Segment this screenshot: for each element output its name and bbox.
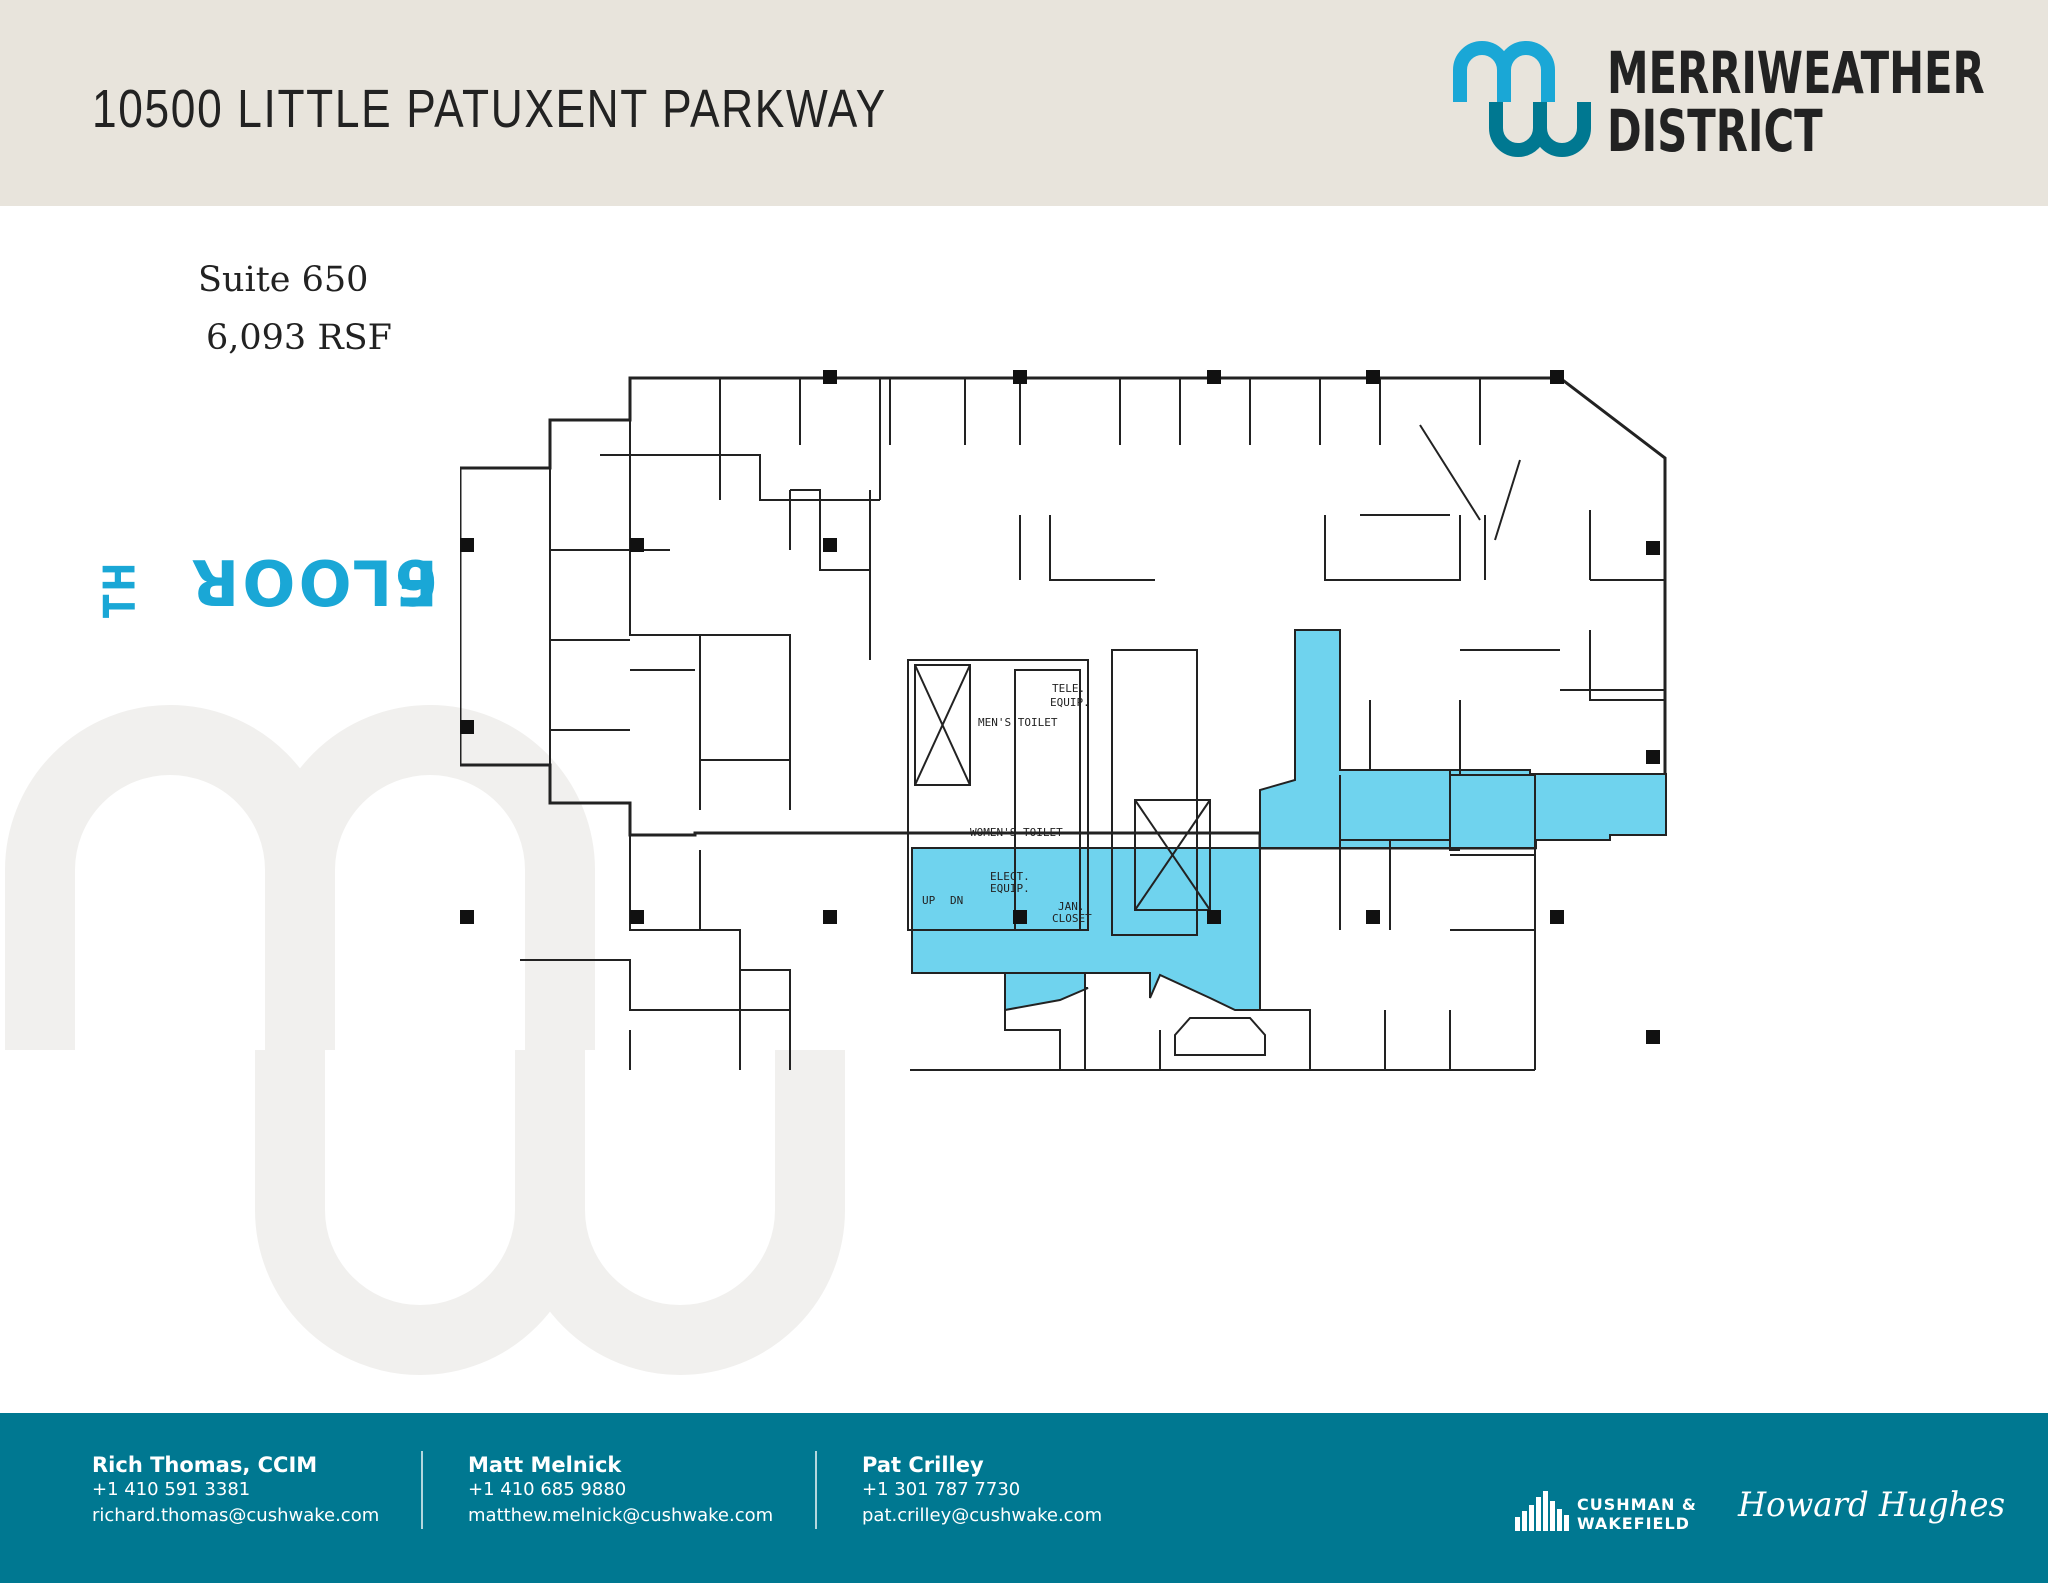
cushman-wakefield-logo: CUSHMAN & WAKEFIELD [1515,1491,1705,1535]
label-womens-toilet: WOMEN'S TOILET [970,826,1063,839]
contact-email[interactable]: richard.thomas@cushwake.com [92,1505,380,1526]
suite-name: Suite 650 [198,260,369,300]
howard-hughes-logo: Howard Hughes [1738,1485,2006,1525]
cw-building-icon [1515,1491,1569,1531]
contact-card: Rich Thomas, CCIM +1 410 591 3381 richar… [92,1453,379,1529]
divider [421,1451,423,1529]
label-dn: DN [950,894,963,907]
suite-area: 6,093 RSF [206,318,392,358]
header-band: 10500 LITTLE PATUXENT PARKWAY MERRIWEATH… [0,0,2048,206]
watermark-logo [4,705,845,1375]
suite-650-area [911,629,1667,1012]
label-elect-equip-2: EQUIP. [990,882,1030,895]
contact-phone: +1 410 591 3381 [92,1479,251,1500]
contact-card: Pat Crilley +1 301 787 7730 pat.crilley@… [862,1453,1102,1529]
label-tele-equip-2: EQUIP. [1050,696,1090,709]
label-tele-equip-1: TELE. [1052,682,1085,695]
label-elect-equip-1: ELECT. [990,870,1030,883]
cw-line-1: CUSHMAN & [1577,1495,1697,1514]
brand-wordmark: MERRIWEATHER DISTRICT [1607,44,1985,160]
footer-band: Rich Thomas, CCIM +1 410 591 3381 richar… [0,1413,2048,1583]
divider [815,1451,817,1529]
label-up: UP [922,894,936,907]
merriweather-district-logo: MERRIWEATHER DISTRICT [1452,40,1992,170]
core-restrooms [907,659,1089,931]
brand-line-2: DISTRICT [1607,97,1823,165]
mw-logo-icon [1453,41,1591,157]
contact-phone: +1 410 685 9880 [468,1479,627,1500]
floor-word: FLOOR [188,545,438,618]
brand-line-1: MERRIWEATHER [1607,39,1985,107]
cw-wordmark: CUSHMAN & WAKEFIELD [1577,1495,1697,1533]
contact-email[interactable]: matthew.melnick@cushwake.com [468,1505,774,1526]
floor-suffix: TH [94,559,146,618]
contact-name: Rich Thomas, CCIM [92,1453,318,1477]
contact-card: Matt Melnick +1 410 685 9880 matthew.mel… [468,1453,773,1529]
property-address: 10500 LITTLE PATUXENT PARKWAY [92,79,887,139]
label-jan-closet-2: CLOSET [1052,912,1092,925]
label-mens-toilet: MEN'S TOILET [978,716,1058,729]
cw-line-2: WAKEFIELD [1577,1514,1690,1533]
building-columns [460,370,1660,1044]
core-stairs-east [1111,649,1198,936]
contact-phone: +1 301 787 7730 [862,1479,1021,1500]
floor-plan: TELE. EQUIP. MEN'S TOILET WOMEN'S TOILET… [460,370,1667,1071]
label-jan-closet-1: JAN. [1058,900,1085,913]
contact-name: Pat Crilley [862,1453,984,1477]
contact-email[interactable]: pat.crilley@cushwake.com [862,1505,1103,1526]
contact-name: Matt Melnick [468,1453,622,1477]
